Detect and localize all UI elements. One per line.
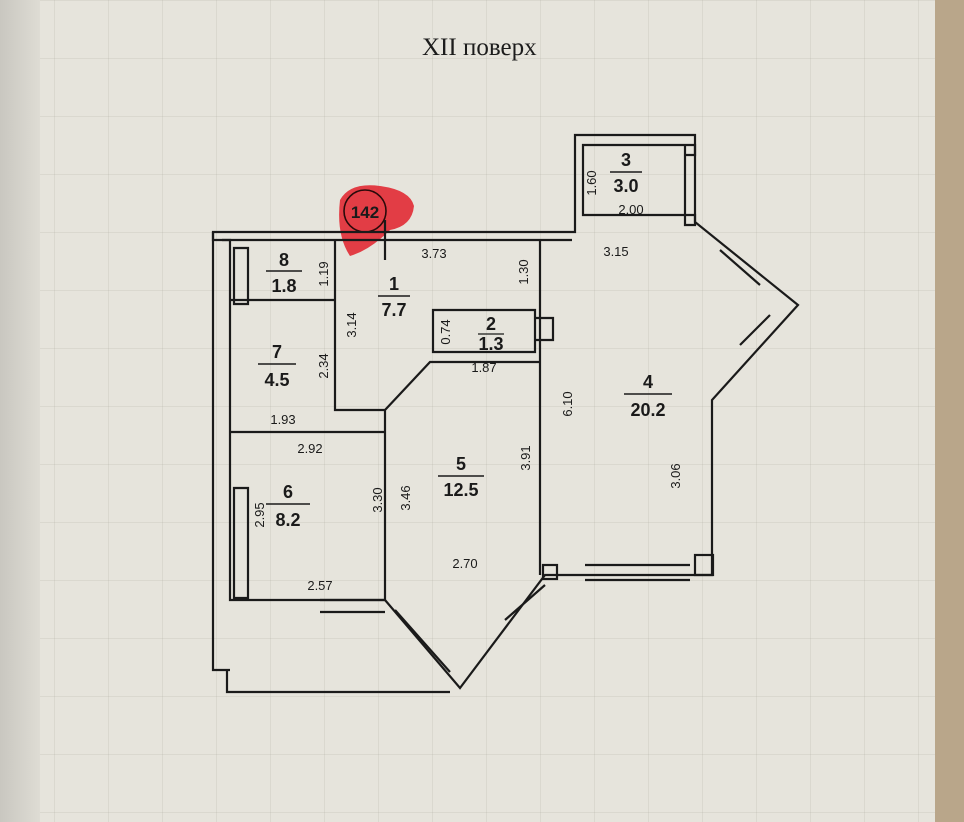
room-8-area: 1.8 [271, 276, 296, 296]
dim-label: 1.30 [516, 259, 531, 284]
dim-label: 6.10 [560, 391, 575, 416]
dim-label: 2.57 [307, 578, 332, 593]
dim-label: 3.30 [370, 487, 385, 512]
room-5-number: 5 [456, 454, 466, 474]
ventilation-shafts [232, 246, 250, 600]
stamp-blot [339, 185, 414, 256]
dim-label: 3.46 [398, 485, 413, 510]
dim-label: 1.93 [270, 412, 295, 427]
walls [211, 133, 800, 694]
windows [320, 249, 771, 673]
room-6-number: 6 [283, 482, 293, 502]
dim-label: 2.95 [252, 502, 267, 527]
balcony-3-wall [222, 143, 697, 242]
column [693, 553, 715, 577]
column [541, 563, 559, 581]
room-6-area: 8.2 [275, 510, 300, 530]
interior-walls [230, 240, 555, 600]
left-balcony [211, 232, 450, 694]
room-2-number: 2 [486, 314, 496, 334]
dim-label: 1.60 [584, 170, 599, 195]
room-4-area: 20.2 [630, 400, 665, 420]
room-3-number: 3 [621, 150, 631, 170]
dim-label: 2.00 [618, 202, 643, 217]
dim-label: 3.91 [518, 445, 533, 470]
room-8-number: 8 [279, 250, 289, 270]
dim-label: 1.87 [471, 360, 496, 375]
dim-label: 3.73 [421, 246, 446, 261]
dim-label: 1.19 [316, 261, 331, 286]
dim-label: 2.34 [316, 353, 331, 378]
dim-label: 2.92 [297, 441, 322, 456]
room-labels: 1 7.7 2 1.3 3 3.0 4 20.2 5 12.5 6 8.2 7 … [258, 150, 672, 530]
room-1-number: 1 [389, 274, 399, 294]
dim-label: 3.15 [603, 244, 628, 259]
dim-label: 2.70 [452, 556, 477, 571]
room-3-area: 3.0 [613, 176, 638, 196]
dim-label: 3.06 [668, 463, 683, 488]
room-1-area: 7.7 [381, 300, 406, 320]
room-7-number: 7 [272, 342, 282, 362]
paper-sheet [0, 0, 935, 822]
room-4-number: 4 [643, 372, 653, 392]
floor-title: XII поверх [422, 34, 537, 61]
dim-label: 0.74 [438, 319, 453, 344]
dim-label: 3.14 [344, 312, 359, 337]
room-5-area: 12.5 [443, 480, 478, 500]
stamp-label: 142 [351, 203, 379, 222]
stamp: 142 [339, 185, 414, 256]
room-2-area: 1.3 [478, 334, 503, 354]
dimension-labels: 3.73 1.30 3.14 0.74 1.87 1.19 2.34 1.93 … [252, 170, 683, 593]
page-edge [0, 0, 40, 822]
outer-wall [211, 133, 800, 690]
room-7-area: 4.5 [264, 370, 289, 390]
